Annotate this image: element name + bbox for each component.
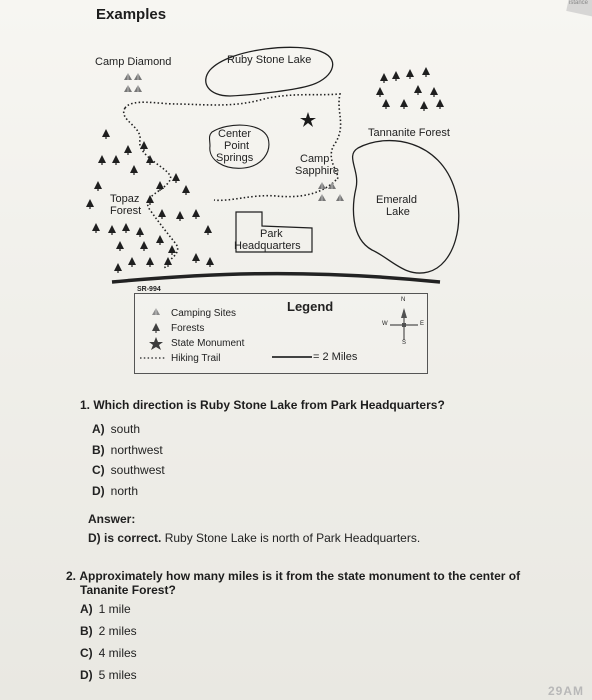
compass-s: S — [402, 340, 407, 346]
question-2-line2: Tananite Forest? — [80, 583, 176, 597]
q2-option-b-letter: B) — [80, 624, 93, 638]
label-center-point-springs-2: Point — [224, 140, 250, 152]
question-1: 1. Which direction is Ruby Stone Lake fr… — [80, 398, 445, 412]
compass-e: E — [420, 321, 425, 327]
question-2-text-line2: Tananite Forest? — [80, 583, 176, 597]
q2-option-b-text: 2 miles — [98, 624, 137, 638]
compass-n: N — [401, 297, 406, 303]
label-ruby-stone-lake: Ruby Stone Lake — [227, 54, 312, 66]
center-point-springs-shape — [208, 124, 270, 169]
road-sr-994 — [111, 271, 441, 284]
camping-sites-sapphire — [317, 181, 345, 202]
compass-rose — [390, 308, 418, 340]
label-park-headquarters-2: Headquarters — [234, 240, 301, 252]
state-monument-star — [300, 112, 316, 127]
topaz-forest-trees — [86, 129, 214, 273]
q1-option-a[interactable]: A) south — [92, 422, 140, 436]
q1-option-b-text: northwest — [110, 443, 163, 457]
label-camp-sapphire-1: Camp — [300, 153, 330, 165]
legend-title: Legend — [287, 299, 334, 314]
q1-option-a-text: south — [110, 422, 141, 436]
q2-option-a-letter: A) — [80, 602, 93, 616]
q1-option-a-letter: A) — [92, 422, 105, 436]
label-camp-sapphire-2: Sapphire — [295, 165, 340, 177]
legend-item-monument: State Monument — [171, 338, 245, 349]
road-label: SR-994 — [137, 286, 161, 293]
label-center-point-springs-1: Center — [218, 128, 252, 140]
hiking-trail-east — [213, 179, 337, 202]
legend-item-forests: Forests — [171, 323, 205, 334]
question-2: 2. Approximately how many miles is it fr… — [66, 569, 520, 583]
q1-option-d-text: north — [110, 484, 139, 498]
question-2-text-line1: Approximately how many miles is it from … — [79, 569, 521, 583]
q1-option-b-letter: B) — [92, 443, 105, 457]
q1-option-d[interactable]: D) north — [92, 484, 138, 498]
label-camp-diamond: Camp Diamond — [95, 56, 172, 68]
legend-scale-text: = 2 Miles — [313, 351, 358, 363]
answer-text: D) is correct. Ruby Stone Lake is north … — [88, 531, 420, 545]
label-park-headquarters-1: Park — [260, 228, 283, 240]
q2-option-b[interactable]: B) 2 miles — [80, 624, 137, 638]
q1-option-b[interactable]: B) northwest — [92, 443, 163, 457]
question-2-number: 2. — [66, 569, 77, 583]
label-topaz-forest-1: Topaz — [110, 193, 140, 205]
answer-correct-option: D) is correct. — [88, 531, 162, 545]
q2-option-d[interactable]: D) 5 miles — [80, 668, 137, 682]
q1-option-c[interactable]: C) southwest — [92, 463, 165, 477]
park-headquarters-shape — [235, 211, 313, 253]
legend-item-trail: Hiking Trail — [171, 353, 221, 364]
answer-heading: Answer: — [88, 512, 136, 526]
hiking-trail-west — [122, 107, 179, 271]
corner-tab-text: istance — [568, 0, 588, 6]
label-topaz-forest-2: Forest — [110, 205, 142, 217]
legend-box — [134, 293, 428, 374]
answer-explanation: Ruby Stone Lake is north of Park Headqua… — [161, 531, 421, 545]
emerald-lake-shape — [352, 140, 460, 274]
legend-item-camping: Camping Sites — [171, 308, 237, 319]
hiking-trail-north — [124, 93, 342, 181]
corner-stamp: 29AM — [547, 684, 584, 698]
label-emerald-lake-2: Lake — [386, 206, 410, 218]
question-1-number: 1. — [80, 398, 91, 412]
q2-option-a-text: 1 mile — [98, 602, 131, 616]
q2-option-c-letter: C) — [80, 646, 93, 660]
label-tannanite-forest: Tannanite Forest — [368, 127, 450, 139]
label-emerald-lake-1: Emerald — [376, 194, 417, 206]
q2-option-c-text: 4 miles — [98, 646, 137, 660]
label-center-point-springs-3: Springs — [216, 152, 254, 164]
legend-symbol-star — [149, 337, 163, 350]
q1-option-c-letter: C) — [92, 463, 105, 477]
camping-sites-diamond — [123, 72, 143, 93]
tannanite-forest-trees — [376, 67, 444, 111]
ruby-stone-lake-shape — [205, 46, 334, 97]
q2-option-d-letter: D) — [80, 668, 93, 682]
question-1-text: Which direction is Ruby Stone Lake from … — [93, 398, 445, 412]
q1-option-c-text: southwest — [110, 463, 165, 477]
compass-w: W — [382, 321, 388, 327]
q2-option-a[interactable]: A) 1 mile — [80, 602, 131, 616]
q2-option-c[interactable]: C) 4 miles — [80, 646, 137, 660]
page-title: Examples — [96, 6, 167, 23]
q1-option-d-letter: D) — [92, 484, 105, 498]
q2-option-d-text: 5 miles — [98, 668, 137, 682]
